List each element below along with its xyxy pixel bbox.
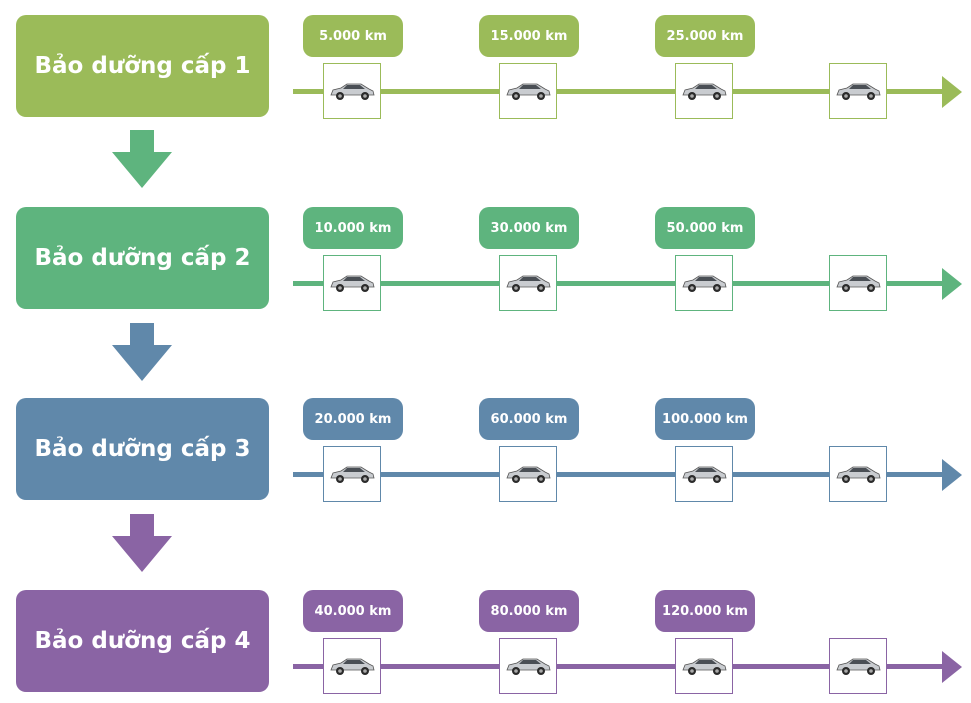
- car-icon: [829, 255, 887, 311]
- level-3-timeline-arrowhead: [942, 459, 962, 491]
- car-icon: [675, 255, 733, 311]
- down-arrow-icon: [112, 514, 172, 572]
- level-4-row: Bảo dưỡng cấp 4 40.000 km 80.000 km 120.…: [0, 590, 971, 700]
- level-4-timeline-line: [293, 664, 945, 669]
- level-1-row: Bảo dưỡng cấp 1 5.000 km 15.000 km 25.00…: [0, 15, 971, 125]
- car-icon: [323, 63, 381, 119]
- level-1-timeline-line: [293, 89, 945, 94]
- level-1-milestone-1: 5.000 km: [303, 15, 403, 57]
- car-icon: [499, 638, 557, 694]
- car-icon: [675, 446, 733, 502]
- level-2-milestone-2: 30.000 km: [479, 207, 579, 249]
- level-4-milestone-2: 80.000 km: [479, 590, 579, 632]
- level-2-timeline-line: [293, 281, 945, 286]
- down-arrow-icon: [112, 130, 172, 188]
- down-arrow-shape: [112, 130, 172, 188]
- level-2-timeline-arrowhead: [942, 268, 962, 300]
- car-icon: [829, 446, 887, 502]
- level-2-box: Bảo dưỡng cấp 2: [16, 207, 269, 309]
- car-icon: [323, 446, 381, 502]
- down-arrow-shape: [112, 514, 172, 572]
- level-4-label: Bảo dưỡng cấp 4: [34, 628, 251, 654]
- level-3-milestone-2: 60.000 km: [479, 398, 579, 440]
- down-arrow-shape: [112, 323, 172, 381]
- car-icon: [323, 638, 381, 694]
- car-icon: [829, 638, 887, 694]
- level-3-milestone-1: 20.000 km: [303, 398, 403, 440]
- level-3-box: Bảo dưỡng cấp 3: [16, 398, 269, 500]
- level-1-milestone-2: 15.000 km: [479, 15, 579, 57]
- car-icon: [675, 638, 733, 694]
- car-icon: [499, 63, 557, 119]
- level-3-timeline-line: [293, 472, 945, 477]
- level-4-milestone-3: 120.000 km: [655, 590, 755, 632]
- level-4-milestone-1: 40.000 km: [303, 590, 403, 632]
- level-3-milestone-3: 100.000 km: [655, 398, 755, 440]
- down-arrow-icon: [112, 323, 172, 381]
- level-2-row: Bảo dưỡng cấp 2 10.000 km 30.000 km 50.0…: [0, 207, 971, 317]
- level-2-label: Bảo dưỡng cấp 2: [34, 245, 251, 271]
- level-4-timeline-arrowhead: [942, 651, 962, 683]
- car-icon: [829, 63, 887, 119]
- level-2-milestone-1: 10.000 km: [303, 207, 403, 249]
- car-icon: [323, 255, 381, 311]
- level-3-row: Bảo dưỡng cấp 3 20.000 km 60.000 km 100.…: [0, 398, 971, 508]
- level-4-box: Bảo dưỡng cấp 4: [16, 590, 269, 692]
- level-1-milestone-3: 25.000 km: [655, 15, 755, 57]
- car-icon: [499, 446, 557, 502]
- level-3-label: Bảo dưỡng cấp 3: [34, 436, 251, 462]
- level-1-box: Bảo dưỡng cấp 1: [16, 15, 269, 117]
- car-icon: [675, 63, 733, 119]
- level-1-timeline-arrowhead: [942, 76, 962, 108]
- level-2-milestone-3: 50.000 km: [655, 207, 755, 249]
- level-1-label: Bảo dưỡng cấp 1: [34, 53, 251, 79]
- car-icon: [499, 255, 557, 311]
